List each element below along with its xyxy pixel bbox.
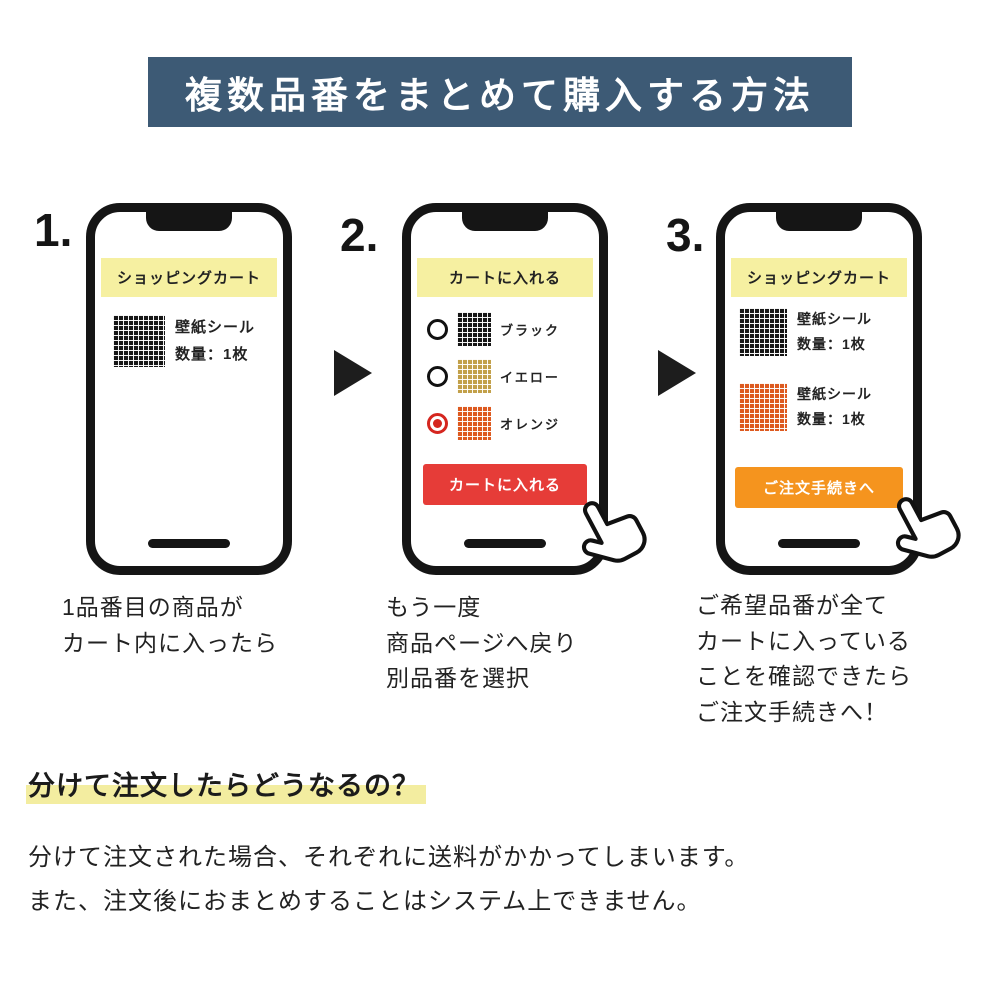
cart-item: 壁紙シール 数量：1枚 xyxy=(739,307,872,357)
step-1-number: 1. xyxy=(34,204,73,256)
radio-button[interactable] xyxy=(427,318,448,340)
radio-button[interactable] xyxy=(427,412,448,434)
page-title: 複数品番をまとめて購入する方法 xyxy=(148,57,852,127)
yellow-grid-swatch xyxy=(457,359,491,393)
orange-grid-swatch xyxy=(457,406,491,440)
footer-body-text: 分けて注文された場合、それぞれに送料がかかってしまいます。 また、注文後におまと… xyxy=(28,844,750,915)
phone-notch xyxy=(462,211,548,231)
step-3-number: 3. xyxy=(666,209,705,261)
add-to-cart-button[interactable]: カートに入れる xyxy=(423,464,587,505)
footer-heading: 分けて注文したらどうなるの？ xyxy=(26,764,426,804)
color-option-orange[interactable]: オレンジ xyxy=(427,406,560,440)
option-label: オレンジ xyxy=(500,416,561,432)
arrow-right-icon xyxy=(658,350,696,396)
item-qty: 数量：1枚 xyxy=(797,411,866,428)
black-grid-swatch xyxy=(113,315,165,367)
phone-step-1: ショッピングカート 壁紙シール 数量：1枚 xyxy=(86,203,292,575)
item-qty: 数量：1枚 xyxy=(797,336,866,353)
phone-notch xyxy=(146,211,232,231)
home-indicator xyxy=(464,539,546,548)
step-3-caption: ご希望品番が全て カートに入っている ことを確認できたら ご注文手続きへ！ xyxy=(696,592,912,725)
highlighted-heading-text: 分けて注文したらどうなるの？ xyxy=(26,771,426,804)
cart-banner-step-3: ショッピングカート xyxy=(731,258,907,297)
hand-cursor-icon xyxy=(555,479,659,587)
item-name: 壁紙シール xyxy=(797,386,872,402)
home-indicator xyxy=(778,539,860,548)
color-option-yellow[interactable]: イエロー xyxy=(427,359,560,393)
radio-button[interactable] xyxy=(427,365,448,387)
cart-banner-step-1: ショッピングカート xyxy=(101,258,277,297)
home-indicator xyxy=(148,539,230,548)
black-grid-swatch xyxy=(457,312,491,346)
phone-notch xyxy=(776,211,862,231)
option-label: イエロー xyxy=(500,369,560,385)
checkout-button[interactable]: ご注文手続きへ xyxy=(735,467,903,508)
item-name: 壁紙シール xyxy=(797,311,872,327)
item-name: 壁紙シール xyxy=(175,319,256,336)
step-2-number: 2. xyxy=(340,209,379,261)
arrow-right-icon xyxy=(334,350,372,396)
color-option-black[interactable]: ブラック xyxy=(427,312,560,346)
add-to-cart-banner: カートに入れる xyxy=(417,258,593,297)
phone-step-3: ショッピングカート 壁紙シール 数量：1枚 壁紙シール 数量：1枚 ご注文手続き… xyxy=(716,203,922,575)
black-grid-swatch xyxy=(739,308,787,357)
option-label: ブラック xyxy=(500,322,561,338)
step-2-caption: もう一度 商品ページへ戻り 別品番を選択 xyxy=(386,594,578,692)
cart-item: 壁紙シール 数量：1枚 xyxy=(113,314,255,368)
orange-grid-swatch xyxy=(739,383,787,432)
phone-step-2: カートに入れる ブラック イエロー オレンジ カートに入れる xyxy=(402,203,608,575)
cart-item: 壁紙シール 数量：1枚 xyxy=(739,382,872,432)
item-qty: 数量：1枚 xyxy=(175,346,249,363)
step-1-caption: 1品番目の商品が カート内に入ったら xyxy=(62,594,278,656)
hand-cursor-icon xyxy=(869,475,973,583)
